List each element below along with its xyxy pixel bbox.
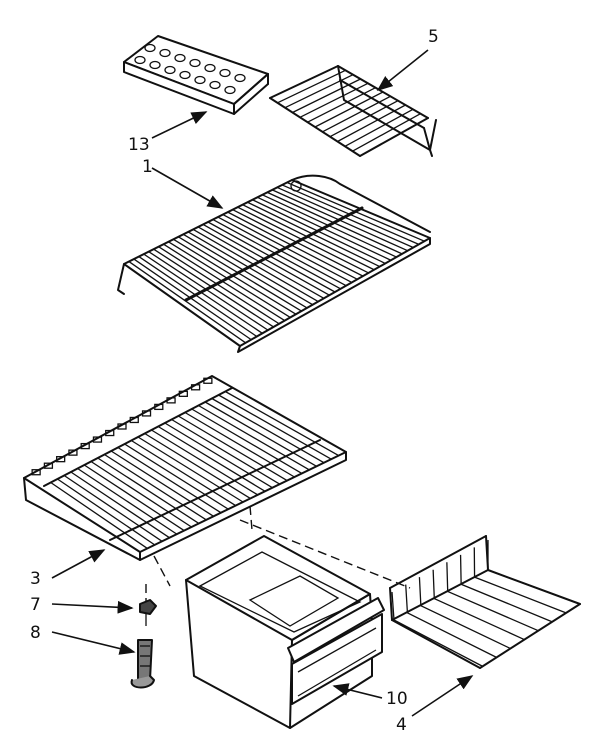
- freezer-shelf: [117, 174, 431, 353]
- glide: [130, 639, 155, 689]
- callout-5: 5: [428, 27, 439, 47]
- callout-1: 1: [142, 157, 153, 177]
- clip: [139, 599, 157, 626]
- callout-4: 4: [396, 715, 407, 735]
- crisper-pan: [185, 535, 385, 729]
- callout-13: 13: [128, 135, 150, 155]
- leader-lines: [51, 49, 474, 717]
- pan-support: [389, 535, 581, 669]
- alignment-lines: [145, 505, 411, 606]
- callout-7: 7: [30, 595, 41, 615]
- callout-10: 10: [386, 689, 408, 709]
- callout-3: 3: [30, 569, 41, 589]
- ice-tray: [123, 35, 269, 115]
- shelf-cover: [23, 375, 347, 561]
- wire-rack: [269, 65, 437, 157]
- callout-8: 8: [30, 623, 41, 643]
